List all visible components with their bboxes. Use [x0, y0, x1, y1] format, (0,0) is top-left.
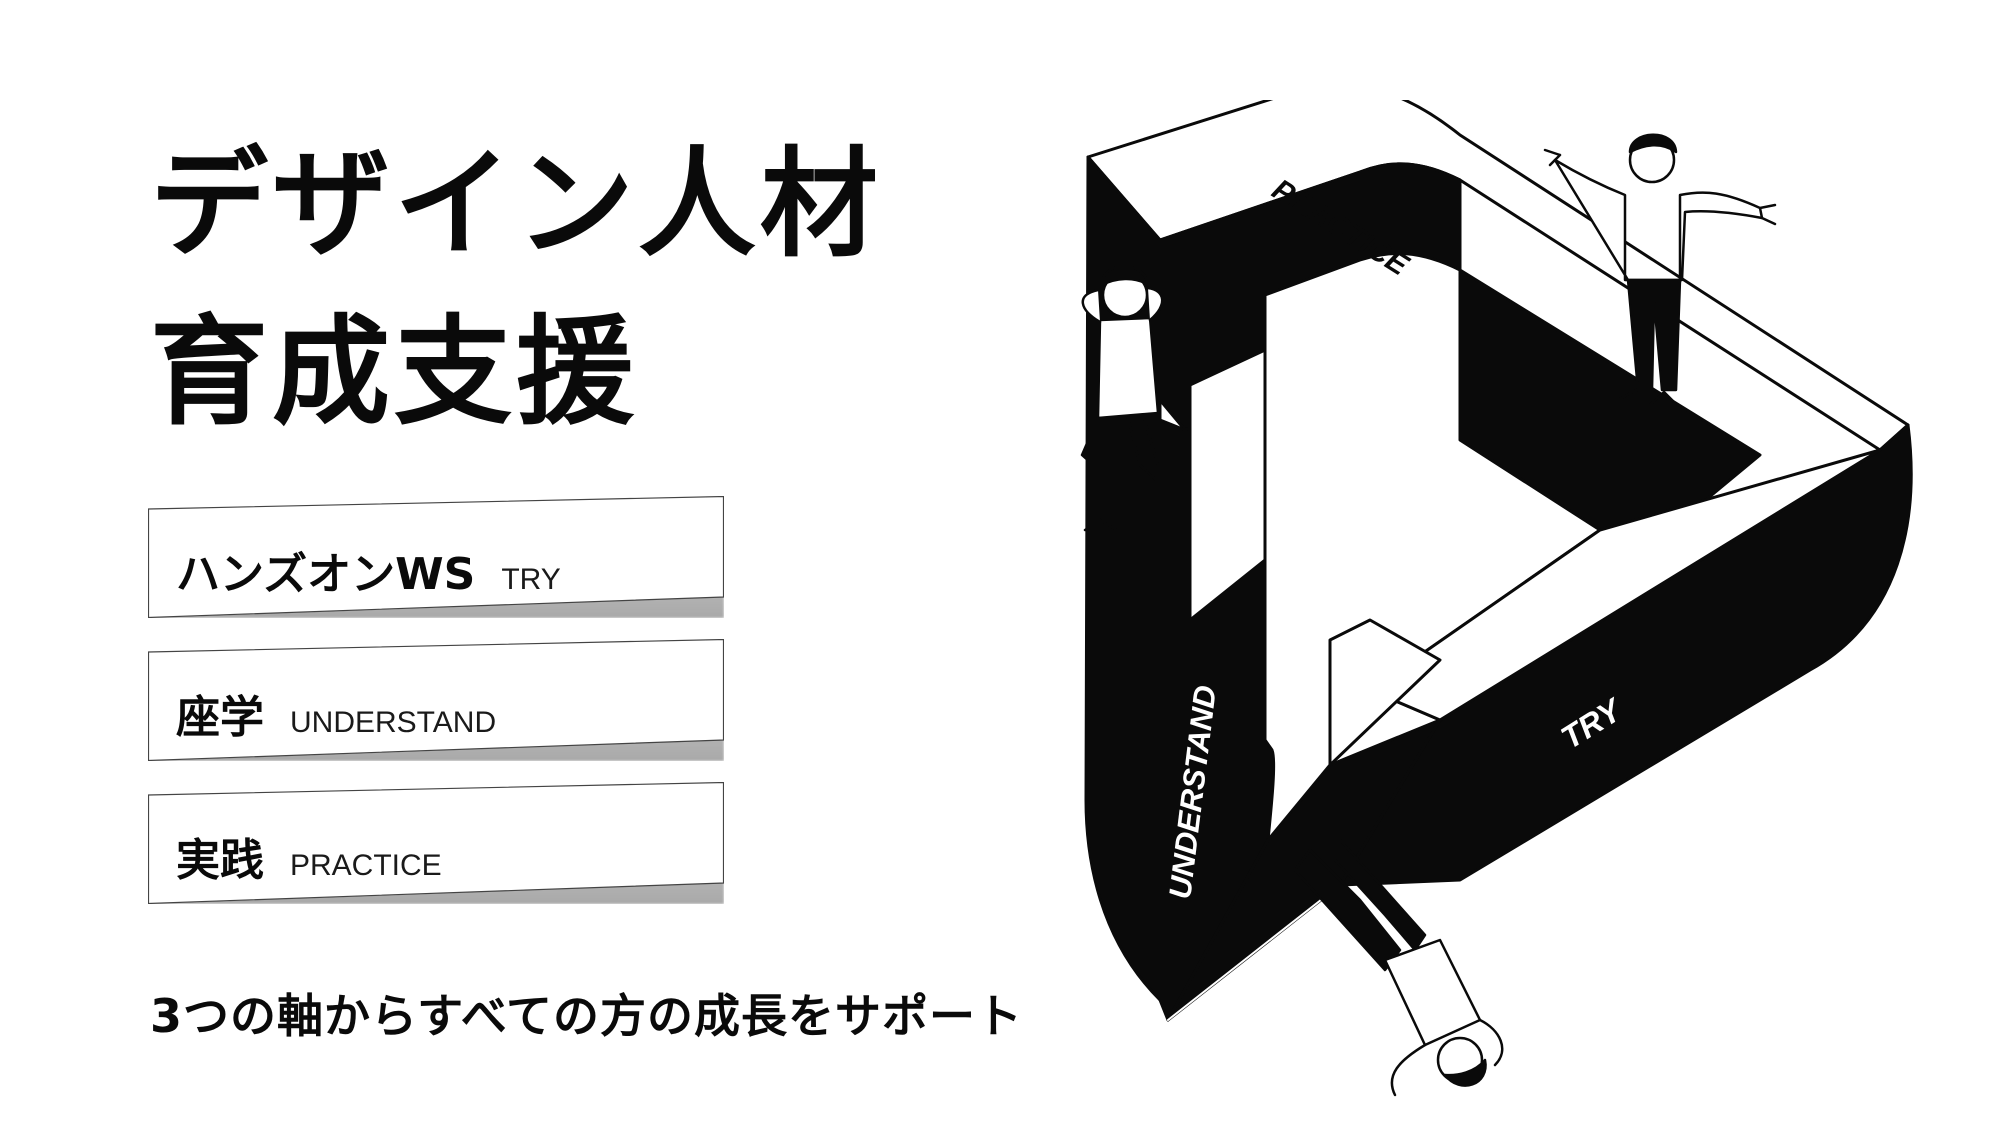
card-label-jp: ハンズオンWS	[176, 549, 476, 600]
card-label-jp: 実践	[176, 835, 264, 886]
card-lecture: 座学 UNDERSTAND	[148, 639, 724, 761]
impossible-triangle-illustration: PRACTICE UNDERSTAND TRY	[1080, 100, 1913, 1097]
card-label-en: UNDERSTAND	[290, 706, 497, 739]
person-leaning	[1080, 265, 1164, 534]
person-arms-out	[1543, 133, 1777, 407]
card-hands-on-ws: ハンズオンWS TRY	[148, 496, 724, 618]
card-label-jp: 座学	[176, 692, 264, 743]
card-label-en: TRY	[501, 563, 561, 596]
card-practice: 実践 PRACTICE	[148, 782, 724, 904]
inner-notch	[1188, 348, 1267, 622]
page-title: デザイン人材 育成支援	[150, 120, 882, 456]
try-top-face	[1368, 448, 1882, 722]
title-line-1: デザイン人材	[150, 135, 883, 273]
card-label-en: PRACTICE	[290, 849, 442, 882]
inner-step	[1328, 618, 1442, 767]
tagline: 3つの軸からすべての方の成長をサポート	[150, 989, 1024, 1043]
title-line-2: 育成支援	[150, 303, 639, 441]
try-wall	[1338, 423, 1913, 887]
person-lying	[1293, 838, 1504, 1097]
